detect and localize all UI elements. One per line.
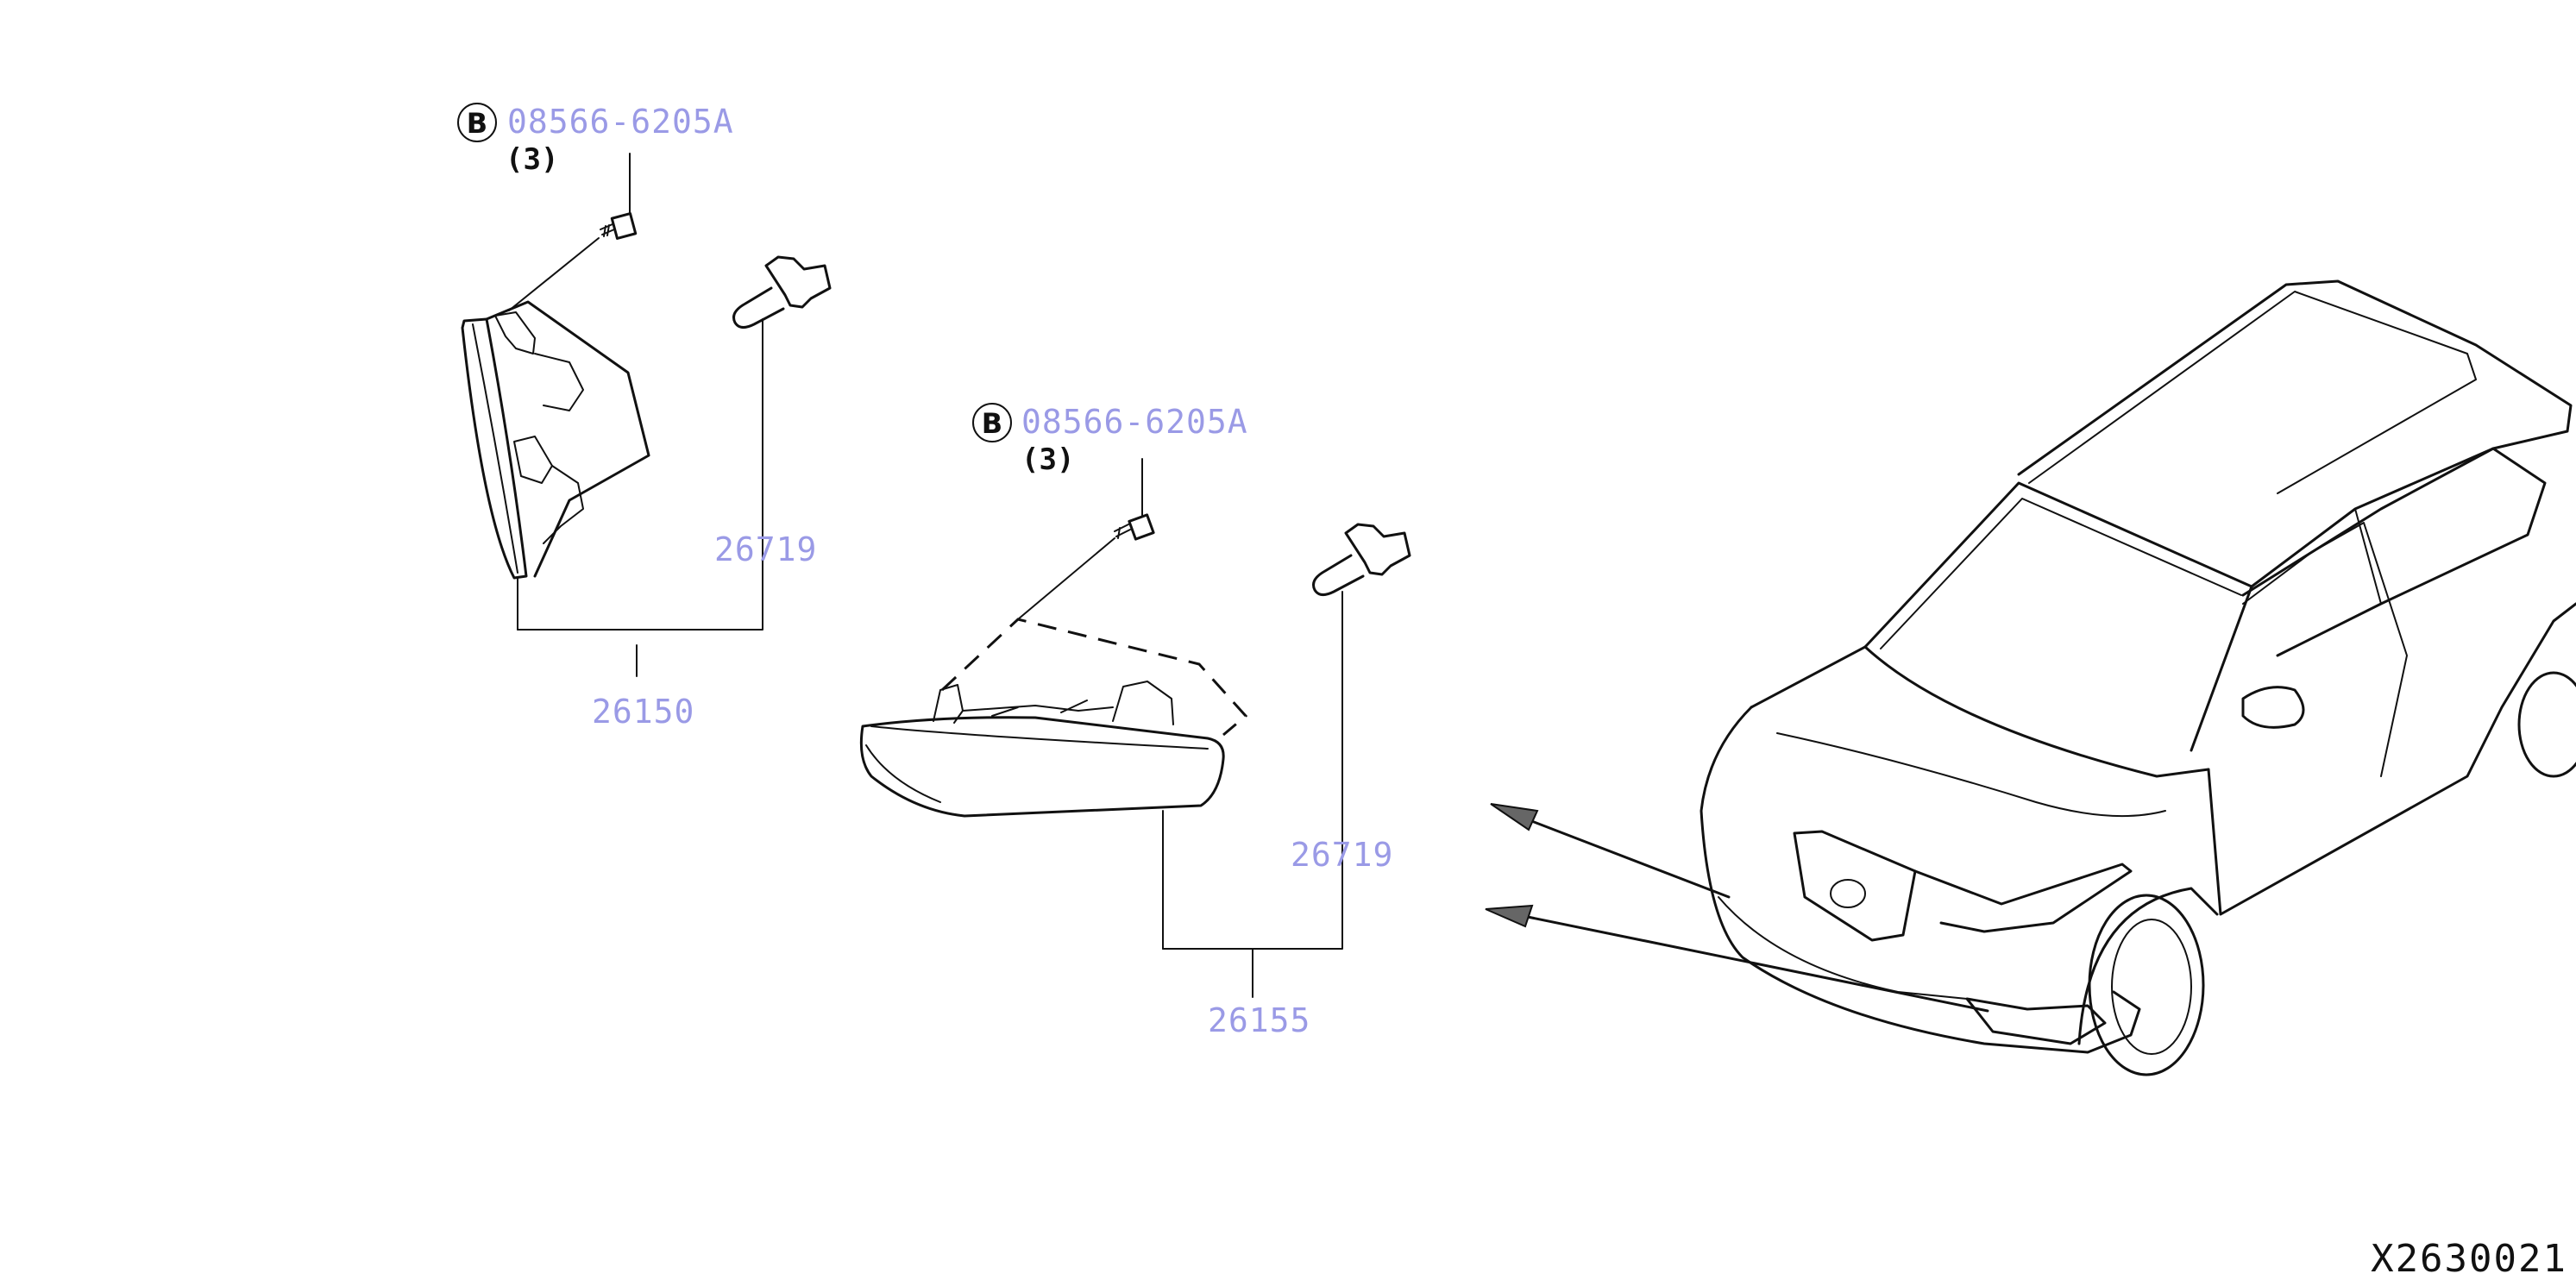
lower-bolt-head bbox=[1128, 513, 1155, 541]
upper-bolt-head bbox=[610, 212, 638, 240]
vehicle-front-outline bbox=[1700, 706, 2141, 1054]
upper-bulb-socket bbox=[764, 255, 832, 309]
vehicle-hood-crease bbox=[1776, 732, 2166, 818]
vehicle-roof bbox=[2017, 279, 2573, 597]
vehicle-front-wheel-arch bbox=[2077, 887, 2219, 1045]
vehicle-front-wheel bbox=[2088, 894, 2205, 1076]
vehicle-windshield bbox=[1863, 481, 2253, 752]
lower-bulb-glass bbox=[1312, 554, 1365, 596]
upper-bolt-quantity: (3) bbox=[506, 142, 558, 177]
lower-lamp-bracket-right bbox=[1112, 681, 1174, 725]
lower-lamp-bracket-left bbox=[933, 684, 964, 724]
lower-bulb-part-number-link[interactable]: 26719 bbox=[1291, 836, 1393, 874]
arrow-upper-head bbox=[1490, 803, 1539, 831]
vehicle-emblem bbox=[1830, 879, 1866, 908]
vehicle-b-pillar bbox=[2354, 508, 2382, 605]
upper-lamp-lens-inner bbox=[472, 323, 518, 574]
arrow-lower-head bbox=[1485, 904, 1534, 928]
upper-lamp-assembly-drawing bbox=[461, 300, 650, 631]
lower-assembly-bracket-line bbox=[1162, 827, 1343, 950]
upper-lamp-bracket-mid bbox=[513, 436, 553, 484]
lower-lamp-lens bbox=[859, 716, 1225, 818]
vehicle-front-wheel-inner bbox=[2111, 919, 2192, 1055]
lower-bolt-alignment-line bbox=[1017, 537, 1115, 620]
lower-lamp-assembly-part-number-link[interactable]: 26155 bbox=[1208, 1001, 1310, 1039]
lower-bolt-shank bbox=[1114, 524, 1131, 539]
upper-bolt-drawing bbox=[508, 212, 638, 311]
arrow-upper bbox=[1490, 803, 1731, 899]
upper-bulb-drawing bbox=[732, 255, 832, 527]
lower-bolt-badge-letter: B bbox=[982, 407, 1002, 440]
lower-bulb-drawing bbox=[1312, 523, 1411, 829]
vehicle-mirror bbox=[2241, 686, 2305, 729]
upper-lamp-bracket-top bbox=[494, 311, 536, 355]
upper-lamp-assembly-part-number-link[interactable]: 26150 bbox=[592, 693, 694, 731]
vehicle-roof-rail bbox=[2028, 291, 2477, 494]
lower-lamp-dashed-housing bbox=[940, 618, 1248, 737]
upper-bolt-badge-letter: B bbox=[467, 107, 487, 140]
vehicle-grille bbox=[1793, 830, 1917, 942]
vehicle-hood bbox=[1750, 645, 2210, 778]
lower-bolt-quantity: (3) bbox=[1021, 442, 1074, 477]
vehicle-lower-bumper bbox=[1718, 896, 1968, 1000]
vehicle-rear-wheel bbox=[2517, 671, 2576, 778]
diagram-id: X2630021 bbox=[2371, 1237, 2567, 1280]
vehicle-fog-lamp-area bbox=[1965, 997, 2107, 1045]
vehicle-windshield-inner bbox=[1880, 498, 2242, 649]
lower-bolt-drawing bbox=[1017, 513, 1155, 620]
upper-bolt-shank bbox=[600, 223, 615, 237]
upper-bolt-alignment-line bbox=[508, 237, 600, 311]
upper-lamp-housing bbox=[485, 300, 650, 578]
vehicle-drawing bbox=[1700, 279, 2576, 1076]
lower-lamp-lens-edge bbox=[865, 725, 1209, 803]
lower-lamp-assembly-drawing bbox=[859, 618, 1248, 950]
vehicle-headlamp bbox=[1913, 863, 2133, 933]
arrow-upper-shaft bbox=[1517, 814, 1731, 899]
upper-bulb-part-number-link[interactable]: 26719 bbox=[714, 530, 817, 568]
lower-bolt-badge-circle bbox=[972, 403, 1012, 442]
upper-lamp-body-detail bbox=[534, 353, 584, 544]
upper-lamp-lens bbox=[461, 317, 528, 580]
upper-bolt-callout: B 08566-6205A (3) bbox=[457, 103, 734, 215]
upper-bolt-part-number-link[interactable]: 08566-6205A bbox=[507, 103, 734, 141]
vehicle-side-door-line bbox=[2242, 522, 2408, 777]
upper-bolt-badge-circle bbox=[457, 103, 497, 142]
arrow-lower bbox=[1485, 904, 1989, 1013]
vehicle-side-body bbox=[2207, 602, 2576, 916]
vehicle-side-window bbox=[2250, 447, 2547, 657]
lower-bolt-callout: B 08566-6205A (3) bbox=[972, 403, 1248, 517]
arrow-lower-shaft bbox=[1513, 913, 1989, 1013]
upper-assembly-bracket-line bbox=[517, 525, 763, 631]
upper-bulb-glass bbox=[732, 286, 785, 329]
lower-bulb-socket bbox=[1344, 523, 1411, 576]
lower-lamp-body-detail bbox=[962, 700, 1114, 717]
lower-bolt-part-number-link[interactable]: 08566-6205A bbox=[1021, 403, 1248, 441]
